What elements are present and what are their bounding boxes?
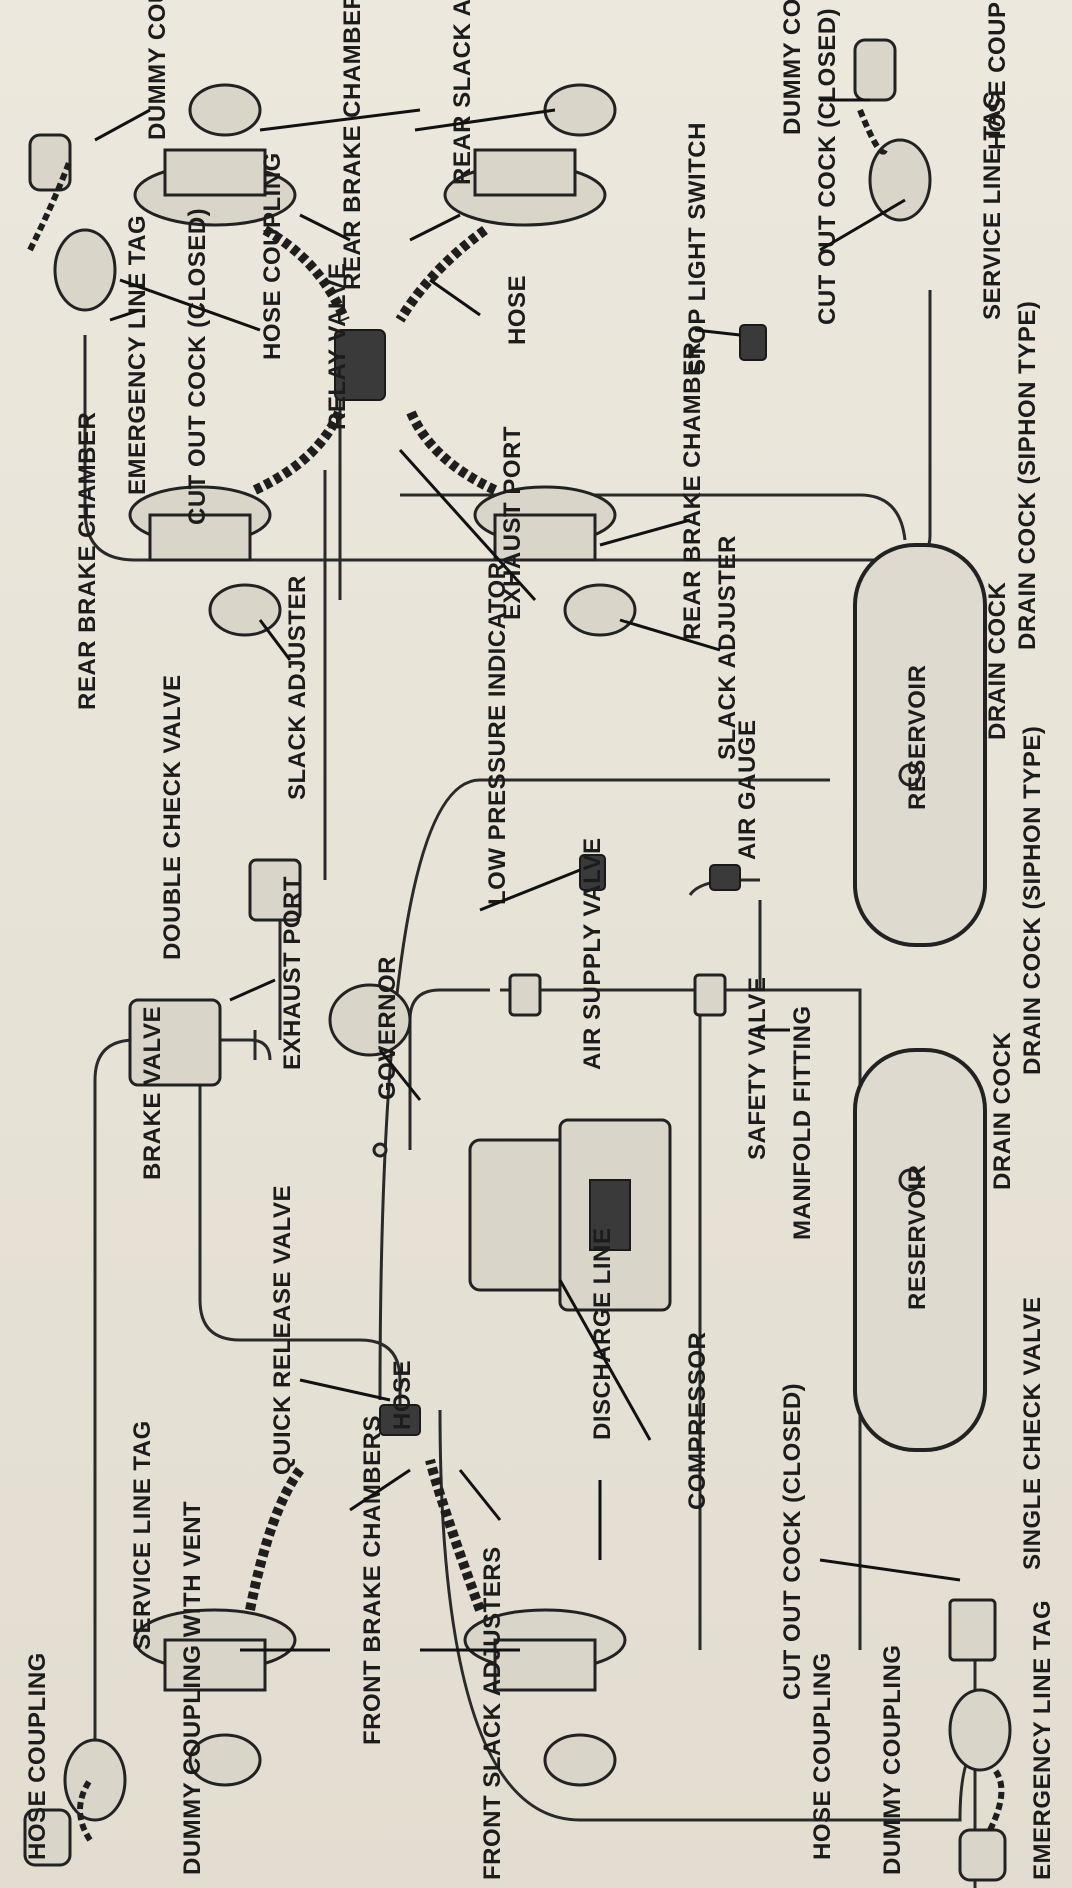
- label-exhaust-port-mid: EXHAUST PORT: [279, 876, 306, 1070]
- label-safety-valve: SAFETY VALVE: [744, 977, 771, 1160]
- label-manifold-fitting: MANIFOLD FITTING: [789, 1005, 816, 1240]
- label-cut-out-cock-tr: CUT OUT COCK (CLOSED): [814, 8, 841, 325]
- relay-valve: [334, 329, 386, 401]
- label-emergency-line-tag-tl: EMERGENCY LINE TAG: [124, 215, 151, 495]
- label-dummy-coupling-with-vent: DUMMY COUPLING WITH VENT: [179, 1501, 206, 1875]
- compressor-device: [468, 1118, 672, 1312]
- label-service-line-tag-tr: SERVICE LINE TAG: [979, 90, 1006, 320]
- label-slack-adjuster-left: SLACK ADJUSTER: [284, 575, 311, 800]
- low-pressure-indicator-device: [579, 854, 606, 891]
- label-reservoir-2: RESERVOIR: [904, 1165, 931, 1310]
- label-drain-cock-siphon-2: DRAIN COCK (SIPHON TYPE): [1019, 726, 1046, 1075]
- label-air-supply-valve: AIR SUPPLY VALVE: [579, 837, 606, 1070]
- label-drain-cock-siphon-1: DRAIN COCK (SIPHON TYPE): [1014, 301, 1041, 650]
- brake-valve: [128, 998, 222, 1087]
- label-rear-brake-chambers-top: REAR BRAKE CHAMBERS: [339, 0, 366, 290]
- air-supply-valve-device: [508, 973, 542, 1017]
- rear-brake-chamber-top-right: [443, 83, 617, 227]
- drain-cock-2-device: [898, 1168, 922, 1192]
- label-relay-valve: RELAY VALVE: [324, 263, 351, 430]
- label-dummy-coupling-tl: DUMMY COUPLING: [144, 0, 171, 140]
- label-hose-coupling-tl: HOSE COUPLING: [259, 152, 286, 360]
- hoses: [245, 225, 498, 1612]
- reservoir-lower: [853, 1048, 987, 1452]
- stop-light-switch-device: [739, 324, 767, 361]
- label-hose-bottom: HOSE: [389, 1360, 416, 1430]
- label-dummy-coupling-br: DUMMY COUPLING: [879, 1644, 906, 1875]
- label-slack-adjuster-right: SLACK ADJUSTER: [714, 535, 741, 760]
- label-quick-release-valve: QUICK RELEASE VALVE: [269, 1185, 296, 1475]
- label-cut-out-cock-tl: CUT OUT COCK (CLOSED): [184, 208, 211, 525]
- leader-arrows: [94, 98, 961, 1652]
- label-drain-cock-2: DRAIN COCK: [989, 1032, 1016, 1190]
- label-front-brake-chambers: FRONT BRAKE CHAMBERS: [359, 1415, 386, 1745]
- label-emergency-line-tag-br: EMERGENCY LINE TAG: [1029, 1600, 1056, 1880]
- label-stop-light-switch: STOP LIGHT SWITCH: [684, 122, 711, 375]
- single-check-valve-device: [948, 1598, 997, 1662]
- label-compressor: COMPRESSOR: [684, 1332, 711, 1510]
- governor-device: [328, 983, 412, 1057]
- label-rear-brake-chamber-right: REAR BRAKE CHAMBER: [679, 342, 706, 640]
- label-service-line-tag-bl: SERVICE LINE TAG: [129, 1420, 156, 1650]
- label-hose-coupling-tr: HOSE COUPLING: [984, 0, 1011, 150]
- double-check-valve: [248, 858, 302, 922]
- drain-cock-1-device: [898, 763, 922, 787]
- label-rear-brake-chamber-left: REAR BRAKE CHAMBER: [74, 412, 101, 710]
- label-single-check-valve: SINGLE CHECK VALVE: [1019, 1297, 1046, 1570]
- label-hose-coupling-br: HOSE COUPLING: [809, 1652, 836, 1860]
- label-rear-slack-adjusters: REAR SLACK ADJUSTERS: [449, 0, 476, 185]
- label-exhaust-port-top: EXHAUST PORT: [499, 426, 526, 620]
- piping: [83, 290, 991, 1888]
- label-brake-valve: BRAKE VALVE: [139, 1006, 166, 1180]
- label-governor: GOVERNOR: [374, 956, 401, 1100]
- label-front-slack-adjusters: FRONT SLACK ADJUSTERS: [479, 1546, 506, 1880]
- label-air-gauge: AIR GAUGE: [734, 719, 761, 860]
- label-double-check-valve: DOUBLE CHECK VALVE: [159, 675, 186, 960]
- front-brake-chamber-right: [463, 1608, 627, 1787]
- label-dummy-coupling-tr: DUMMY COUPLING: [779, 0, 806, 135]
- label-drain-cock-1: DRAIN COCK: [984, 582, 1011, 740]
- rear-brake-chamber-top-left: [133, 83, 297, 227]
- quick-release-valve-device: [379, 1404, 421, 1436]
- label-hose-coupling-bl: HOSE COUPLING: [24, 1652, 51, 1860]
- label-discharge-line: DISCHARGE LINE: [589, 1228, 616, 1440]
- reservoirs: [853, 543, 987, 1452]
- label-reservoir-1: RESERVOIR: [904, 665, 931, 810]
- labels: DUMMY COUPLING REAR SLACK ADJUSTERS DUMM…: [24, 0, 1056, 1880]
- reservoir-upper: [853, 543, 987, 947]
- label-hose-top: HOSE: [504, 275, 531, 345]
- compressor-inlet: [372, 1142, 388, 1158]
- air-gauge-device: [709, 864, 741, 891]
- rear-brake-chamber-mid-right: [473, 485, 637, 637]
- manifold-fitting-device: [693, 973, 727, 1017]
- label-low-pressure-indicator: LOW PRESSURE INDICATOR: [484, 562, 511, 905]
- couplings: [23, 38, 1012, 1882]
- label-cut-out-cock-br: CUT OUT COCK (CLOSED): [779, 1383, 806, 1700]
- front-brake-chamber-left: [133, 1608, 297, 1787]
